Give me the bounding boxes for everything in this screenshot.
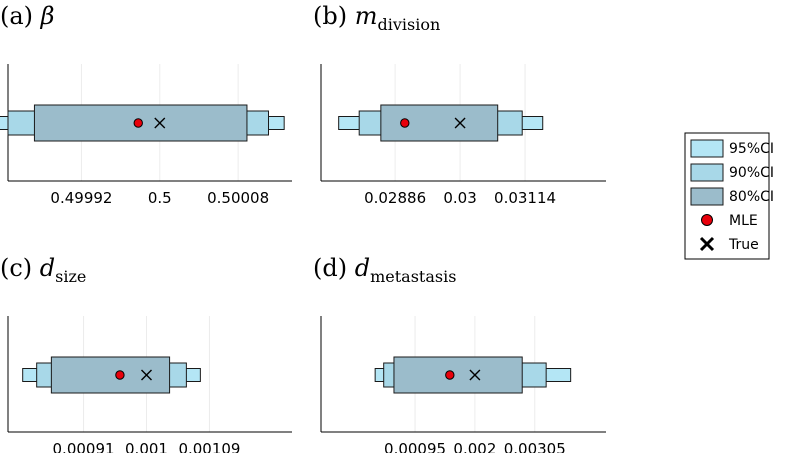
x-tick-label: 0.00091 <box>53 440 115 453</box>
x-tick-label: 0.002 <box>453 440 496 453</box>
true-marker <box>469 369 481 381</box>
legend-item: True <box>699 236 759 253</box>
legend-swatch-ci95 <box>690 139 724 158</box>
x-tick-label: 0.00305 <box>504 440 566 453</box>
true-marker-stroke <box>454 117 466 129</box>
ci80-box <box>50 356 171 394</box>
x-tick-label: 0.02886 <box>364 189 426 207</box>
parameter-subscript: division <box>377 15 440 34</box>
true-marker <box>154 117 166 129</box>
mle-marker <box>400 118 410 128</box>
legend-mle-marker <box>701 214 713 226</box>
legend-item: MLE <box>701 213 758 229</box>
parameter-symbol: β <box>40 2 55 30</box>
panel-label: (b) <box>313 2 355 30</box>
parameter-symbol: m <box>355 2 378 30</box>
x-tick-label: 0.03 <box>443 189 476 207</box>
x-tick-label: 0.00095 <box>384 440 446 453</box>
mle-marker <box>445 370 455 380</box>
legend: 95%CI 90%CI 80%CI MLE True <box>684 132 774 260</box>
x-tick-label: 0.50008 <box>207 189 269 207</box>
true-marker-stroke <box>469 369 481 381</box>
panel-1: (a) β 0.49992 0.5 0.50008 <box>0 2 292 207</box>
panel-label: (c) <box>0 254 40 282</box>
parameter-symbol: d <box>355 254 370 282</box>
panel-title: (a) β <box>0 2 55 30</box>
panel-label: (a) <box>0 2 41 30</box>
ci80-box <box>393 356 523 394</box>
panel-title: (c) dsize <box>0 254 86 286</box>
ci80-box <box>380 104 499 142</box>
mle-marker <box>133 118 143 128</box>
panel-3: (c) dsize 0.00091 0.001 0.00109 <box>0 254 292 453</box>
legend-item: 90%CI <box>690 163 774 182</box>
panel-label: (d) <box>313 254 355 282</box>
true-marker <box>141 369 152 381</box>
panel-title: (d) dmetastasis <box>313 254 456 286</box>
legend-item: 80%CI <box>690 187 774 206</box>
panel-4: (d) dmetastasis 0.00095 0.002 0.00305 <box>313 254 606 453</box>
mle-marker <box>115 370 125 380</box>
true-marker-stroke <box>141 369 152 381</box>
legend-label: 95%CI <box>729 141 774 157</box>
legend-label: MLE <box>729 213 758 229</box>
legend-true-marker <box>699 236 715 252</box>
x-tick-label: 0.00109 <box>178 440 240 453</box>
legend-true-stroke <box>699 236 715 252</box>
parameter-symbol: d <box>40 254 55 282</box>
legend-label: 90%CI <box>729 165 774 181</box>
legend-label: True <box>728 237 759 253</box>
parameter-subscript: metastasis <box>370 267 456 286</box>
legend-swatch-ci80 <box>690 187 724 206</box>
true-marker <box>454 117 466 129</box>
panel-2: (b) mdivision 0.02886 0.03 0.03114 <box>313 2 606 207</box>
x-tick-label: 0.03114 <box>494 189 556 207</box>
parameter-subscript: size <box>55 267 86 286</box>
panel-title: (b) mdivision <box>313 2 440 34</box>
true-marker-stroke <box>154 117 166 129</box>
legend-item: 95%CI <box>690 139 774 158</box>
legend-label: 80%CI <box>729 189 774 205</box>
legend-swatch-ci90 <box>690 163 724 182</box>
x-tick-label: 0.5 <box>148 189 172 207</box>
x-tick-label: 0.49992 <box>50 189 112 207</box>
x-tick-label: 0.001 <box>125 440 168 453</box>
